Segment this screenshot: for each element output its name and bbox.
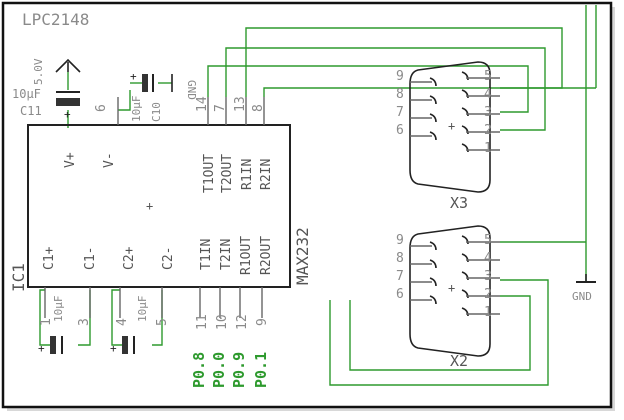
pin-num-top: 8: [251, 104, 266, 112]
svg-text:+: +: [64, 108, 71, 121]
pin-label: T2OUT: [220, 154, 235, 193]
c10-value: 10µF: [130, 96, 143, 123]
svg-text:+: +: [130, 70, 137, 83]
pin-num-bottom: 1: [39, 318, 54, 326]
ground-symbol: [576, 274, 596, 283]
pin-label: C1+: [42, 246, 57, 270]
x3-pin-label: 1: [484, 141, 492, 156]
net-label: P0.9: [230, 352, 248, 388]
pin-num-top: 6: [94, 104, 109, 112]
board-title: LPC2148: [22, 10, 89, 29]
pin-num-top: 7: [213, 104, 228, 112]
ic-ref: IC1: [9, 263, 28, 292]
x3-pins: [410, 77, 500, 151]
x2-pin-label: 8: [396, 251, 404, 266]
x3-pin-label: 3: [484, 105, 492, 120]
pin-label: T1IN: [199, 239, 214, 270]
ic-part: MAX232: [293, 227, 312, 285]
pin-num-bottom: 3: [77, 318, 92, 326]
c11-name: C11: [20, 104, 42, 118]
pin-label: C2-: [161, 247, 176, 270]
pin-label: C2+: [122, 246, 137, 270]
c10-name: C10: [150, 102, 163, 122]
gnd-label: GND: [572, 290, 592, 303]
x2-pin-label: 1: [484, 305, 492, 320]
supply-voltage: 5.0V: [32, 58, 45, 85]
pin-num-bottom: 10: [215, 314, 230, 330]
pin-label: R1IN: [240, 159, 255, 190]
x3-pin-label: 8: [396, 87, 404, 102]
x3-connector: [409, 61, 491, 193]
x2-pin-label: 4: [484, 251, 492, 266]
c8-value: 10µF: [52, 296, 65, 323]
x3-pin-label: 7: [396, 105, 404, 120]
c8-capacitor: +: [38, 336, 63, 355]
svg-text:+: +: [38, 342, 45, 355]
gnd-label: GND: [185, 80, 198, 100]
svg-text:+: +: [448, 281, 455, 295]
x2-name: X2: [450, 352, 468, 370]
c11-capacitor: +: [56, 91, 80, 121]
pin-label: R2OUT: [259, 236, 274, 275]
pin-num-bottom: 4: [115, 318, 130, 326]
power-supply-arrow: [55, 58, 81, 73]
x2-pins: [410, 241, 500, 315]
pin-label: V+: [63, 152, 78, 168]
c10-capacitor: +: [130, 70, 154, 92]
c9-value: 10µF: [136, 296, 149, 323]
pin-label: R1OUT: [239, 236, 254, 275]
x2-connector: [409, 225, 491, 357]
x3-name: X3: [450, 194, 468, 212]
pin-label: T1OUT: [202, 154, 217, 193]
x3-pin-label: 6: [396, 123, 404, 138]
x2-pin-label: 2: [484, 287, 492, 302]
pin-label: C1-: [83, 247, 98, 270]
c11-value: 10µF: [12, 87, 41, 101]
svg-text:+: +: [448, 119, 455, 133]
pin-num-bottom: 9: [255, 318, 270, 326]
pin-num-bottom: 11: [195, 314, 210, 330]
x2-pin-label: 9: [396, 233, 404, 248]
x2-pin-label: 3: [484, 269, 492, 284]
pin-label: R2IN: [259, 159, 274, 190]
x3-pin-label: 4: [484, 87, 492, 102]
x3-pin-label: 5: [484, 69, 492, 84]
net-label: P0.8: [190, 352, 208, 388]
pin-num-bottom: 5: [155, 318, 170, 326]
x2-pin-label: 6: [396, 287, 404, 302]
pin-label: V-: [102, 152, 117, 168]
c9-capacitor: +: [110, 336, 135, 355]
net-label: P0.1: [252, 352, 270, 388]
ic-bottom-pins: [44, 287, 263, 318]
net-label: P0.0: [210, 352, 228, 388]
x2-pin-label: 5: [484, 233, 492, 248]
x3-pin-label: 9: [396, 69, 404, 84]
pin-label: T2IN: [219, 239, 234, 270]
frame: [1, 1, 613, 409]
x3-pin-label: 2: [484, 123, 492, 138]
svg-text:+: +: [110, 342, 117, 355]
pin-num-top: 13: [233, 96, 248, 112]
svg-text:+: +: [146, 199, 153, 213]
wires: [39, 5, 597, 386]
max232-body: [27, 124, 291, 288]
x2-pin-label: 7: [396, 269, 404, 284]
pin-num-top: 14: [195, 96, 210, 112]
ic-top-pins: [117, 97, 265, 125]
pin-num-bottom: 12: [235, 314, 250, 330]
